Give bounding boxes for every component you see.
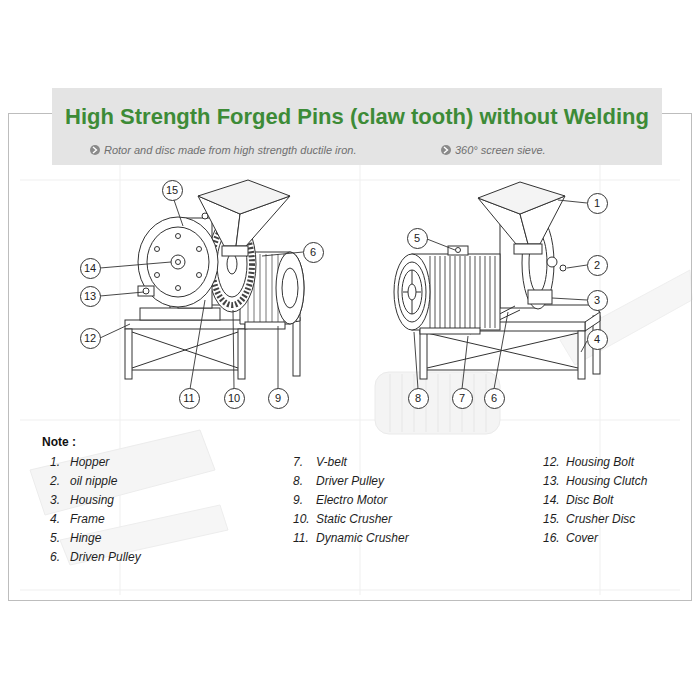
part-name: Driven Pulley: [70, 550, 141, 565]
note-number: 7.: [293, 455, 303, 470]
callout-text: 2: [594, 259, 600, 272]
note-heading: Note :: [42, 435, 76, 450]
part-name: Frame: [70, 512, 105, 527]
note-number: 11.: [293, 531, 309, 546]
callout-number: 6: [484, 388, 505, 409]
callout-number: 10: [224, 388, 245, 409]
callout-number: 8: [408, 388, 429, 409]
note-number: 10.: [293, 512, 310, 527]
callout-outline: [162, 180, 182, 200]
callout-outline: [80, 286, 100, 306]
callout-text: 6: [491, 392, 497, 405]
part-name: Hinge: [70, 531, 101, 546]
part-name: Housing Bolt: [566, 455, 634, 470]
note-number: 9.: [293, 493, 303, 508]
note-number: 16.: [543, 531, 560, 546]
callout-number: 14: [80, 258, 101, 279]
note-number: 15.: [543, 512, 560, 527]
note-number: 14.: [543, 493, 560, 508]
callout-outline: [484, 388, 504, 408]
callout-number: 3: [587, 290, 608, 311]
callout-outline: [80, 258, 100, 278]
note-number: 8.: [293, 474, 303, 489]
note-number: 3.: [50, 493, 60, 508]
callout-number: 2: [587, 255, 608, 276]
callout-number: 6: [303, 242, 324, 263]
callout-number: 9: [268, 388, 289, 409]
title-banner: [52, 88, 662, 165]
callout-outline: [587, 193, 607, 213]
part-name: Cover: [566, 531, 598, 546]
part-name: oil nipple: [70, 474, 117, 489]
callout-number: 15: [162, 180, 183, 201]
part-name: Static Crusher: [316, 512, 392, 527]
blueprint-background: [20, 120, 692, 595]
callout-outline: [587, 329, 607, 349]
callout-outline: [408, 388, 428, 408]
callout-text: 12: [84, 332, 96, 345]
callout-text: 1: [594, 197, 600, 210]
callout-text: 7: [459, 392, 465, 405]
callout-number: 13: [80, 286, 101, 307]
callout-outline: [224, 388, 244, 408]
callout-outline: [452, 388, 472, 408]
callout-outline: [80, 328, 100, 348]
outer-frame: [9, 114, 692, 601]
callout-number: 12: [80, 328, 101, 349]
note-number: 4.: [50, 512, 60, 527]
part-name: Housing Clutch: [566, 474, 647, 489]
right-machine: [394, 182, 600, 379]
note-number: 6.: [50, 550, 60, 565]
part-name: Driver Pulley: [316, 474, 384, 489]
note-number: 2.: [50, 474, 60, 489]
callout-outline: [407, 228, 427, 248]
callout-outline: [179, 388, 199, 408]
callout-text: 9: [275, 392, 281, 405]
callout-number: 5: [407, 228, 428, 249]
feature-note: Rotor and disc made from high strength d…: [104, 143, 357, 157]
callout-outline: [587, 290, 607, 310]
callout-text: 14: [84, 262, 96, 275]
callout-number: 11: [179, 388, 200, 409]
callout-text: 11: [183, 392, 194, 405]
note-number: 12.: [543, 455, 560, 470]
callout-outline: [268, 388, 288, 408]
leader-line: [100, 200, 587, 389]
title: High Strength Forged Pins (claw tooth) w…: [65, 104, 649, 130]
callout-text: 8: [415, 392, 421, 405]
callout-number: 1: [587, 193, 608, 214]
note-number: 5.: [50, 531, 60, 546]
callout-number: 4: [587, 329, 608, 350]
callout-outline: [587, 255, 607, 275]
feature-note: 360° screen sieve.: [455, 143, 546, 157]
part-name: Disc Bolt: [566, 493, 613, 508]
callout-outline: [303, 242, 323, 262]
callout-text: 15: [166, 184, 178, 197]
part-name: Crusher Disc: [566, 512, 635, 527]
part-name: V-belt: [316, 455, 347, 470]
callout-text: 10: [228, 392, 240, 405]
callout-text: 6: [310, 246, 316, 259]
note-number: 1.: [50, 455, 60, 470]
callout-text: 13: [84, 290, 96, 303]
callout-text: 5: [414, 232, 420, 245]
part-name: Dynamic Crusher: [316, 531, 409, 546]
callout-text: 3: [594, 294, 600, 307]
callout-number: 7: [452, 388, 473, 409]
part-name: Housing: [70, 493, 114, 508]
callout-text: 4: [594, 333, 600, 346]
note-number: 13.: [543, 474, 560, 489]
part-name: Electro Motor: [316, 493, 387, 508]
left-machine: [125, 180, 304, 379]
part-name: Hopper: [70, 455, 109, 470]
